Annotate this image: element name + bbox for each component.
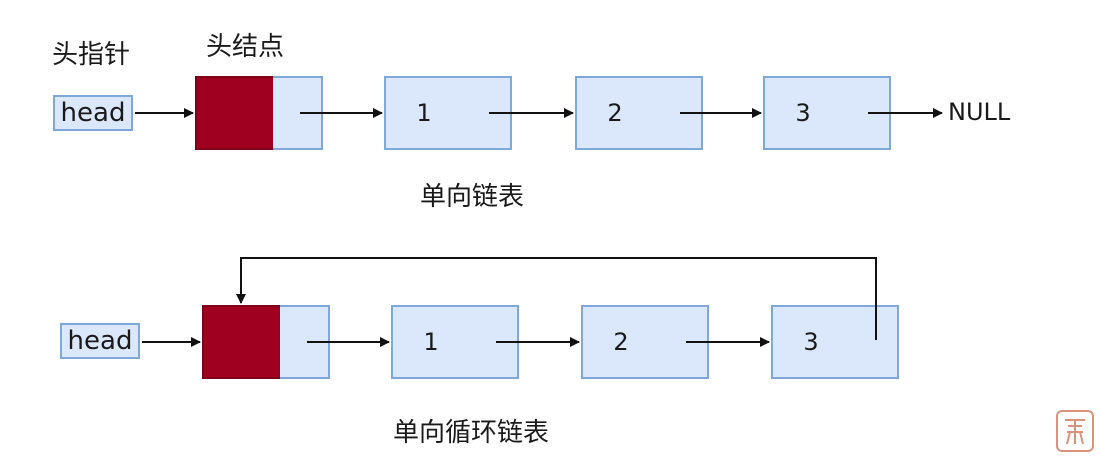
node-2-data: 2 xyxy=(575,76,655,150)
caption-singly-linked-list: 单向链表 xyxy=(420,182,525,212)
head-pointer-label: 头指针 xyxy=(52,40,131,70)
circular-node-2-value: 2 xyxy=(613,328,629,356)
circular-node-3-value: 3 xyxy=(803,328,819,356)
head-pointer-box: head xyxy=(53,95,133,131)
node-1-value: 1 xyxy=(416,99,432,127)
caption-circular-linked-list: 单向循环链表 xyxy=(393,418,550,448)
watermark-seal xyxy=(1056,410,1094,452)
node-2-value: 2 xyxy=(607,99,623,127)
circular-head-node-data xyxy=(202,305,282,379)
head-node-label: 头结点 xyxy=(206,32,285,62)
node-1-data: 1 xyxy=(384,76,464,150)
circular-head-pointer-box: head xyxy=(60,323,140,359)
head-node-data xyxy=(195,76,275,150)
head-pointer-text: head xyxy=(60,98,126,128)
seal-glyph-icon xyxy=(1065,419,1085,445)
circular-node-1-value: 1 xyxy=(423,328,439,356)
node-3-value: 3 xyxy=(795,99,811,127)
circular-head-pointer-text: head xyxy=(67,326,133,356)
circular-node-2-data: 2 xyxy=(581,305,661,379)
node-3-data: 3 xyxy=(763,76,843,150)
arrow-circular-loop-back xyxy=(236,257,877,340)
null-terminator: NULL xyxy=(948,98,1011,126)
circular-node-3-pointer xyxy=(849,305,899,379)
circular-node-3-data: 3 xyxy=(771,305,851,379)
